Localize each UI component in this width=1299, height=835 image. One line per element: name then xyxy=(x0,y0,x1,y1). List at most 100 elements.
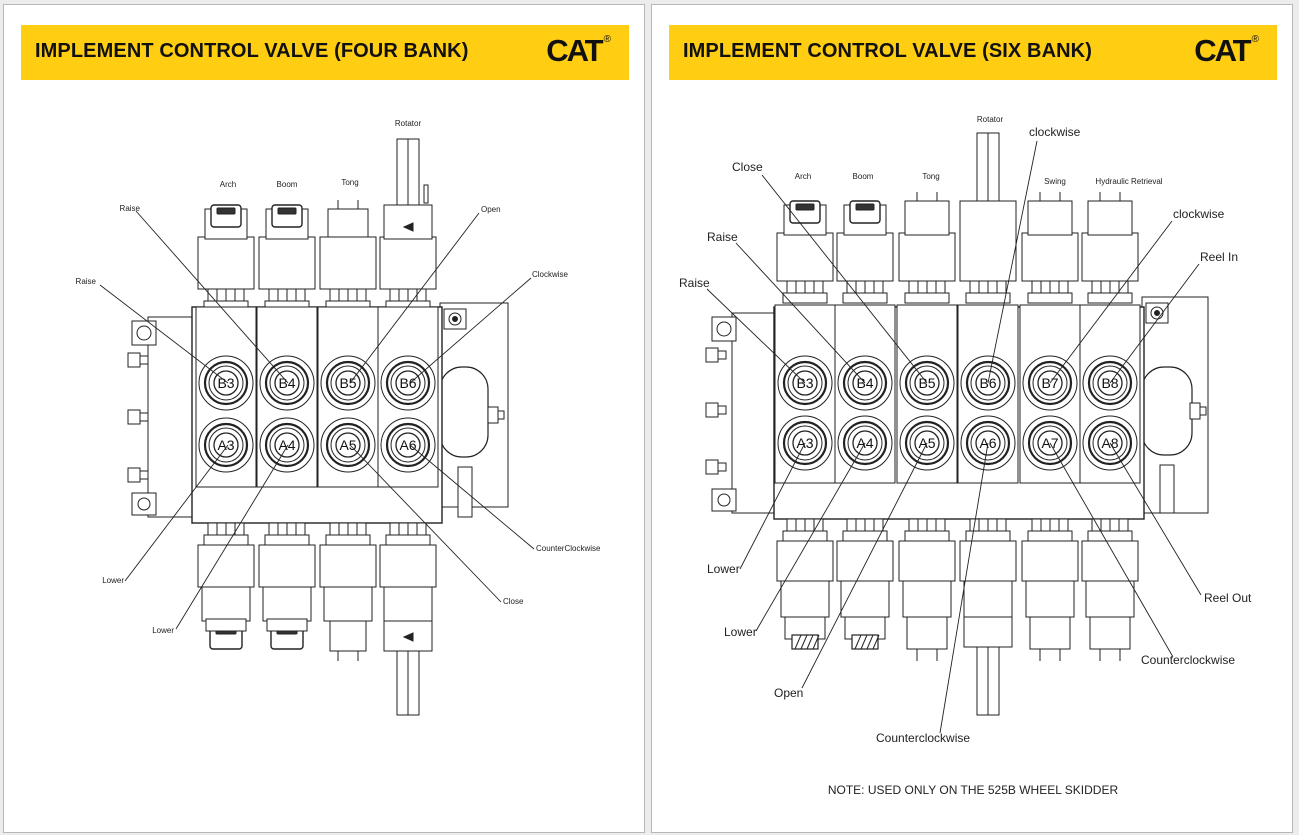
port-label: B6 xyxy=(399,375,416,391)
handle-grip xyxy=(795,203,815,211)
valve-outline xyxy=(349,212,480,384)
valve-outline xyxy=(716,321,732,337)
valve-outline xyxy=(780,580,830,618)
valve-outline xyxy=(137,497,151,511)
valve-outline xyxy=(898,540,956,582)
valve-outline xyxy=(325,422,371,468)
registered-mark: ® xyxy=(1251,34,1259,45)
valve-outline xyxy=(1087,530,1133,542)
section-label: Swing xyxy=(1044,177,1066,186)
valve-outline xyxy=(1027,530,1073,542)
callout-label: Close xyxy=(503,597,524,606)
panel-title: IMPLEMENT CONTROL VALVE (FOUR BANK) xyxy=(35,40,469,62)
valve-outline xyxy=(1027,420,1073,466)
valve-outline xyxy=(259,355,315,411)
callout-label: Lower xyxy=(724,625,757,639)
valve-outline xyxy=(711,488,737,512)
valve-outline xyxy=(782,360,828,406)
valve-outline xyxy=(274,370,300,396)
valve-outline xyxy=(1087,292,1133,304)
valve-outline xyxy=(914,430,940,456)
handle-grip xyxy=(277,207,297,215)
valve-outline xyxy=(264,422,310,468)
valve-outline xyxy=(840,580,890,618)
valve-outline xyxy=(1089,616,1131,650)
section-label: Arch xyxy=(795,172,811,181)
valve-outline xyxy=(800,634,808,650)
port-label: B5 xyxy=(918,375,935,391)
valve-outline xyxy=(909,425,945,461)
valve-outline xyxy=(705,347,719,363)
valve-outline xyxy=(385,360,431,406)
title-banner: IMPLEMENT CONTROL VALVE (FOUR BANK) CAT® xyxy=(21,25,629,80)
valve-outline xyxy=(904,420,950,466)
valve-outline xyxy=(213,432,239,458)
valve-outline xyxy=(208,365,244,401)
valve-outline xyxy=(792,370,818,396)
valve-outline xyxy=(390,427,426,463)
valve-outline xyxy=(395,370,421,396)
valve-outline xyxy=(266,618,308,632)
valve-outline xyxy=(1021,232,1079,282)
valve-outline xyxy=(395,432,421,458)
port-label: A3 xyxy=(796,435,813,451)
arrow-icon xyxy=(402,632,414,642)
valve-outline xyxy=(99,284,229,384)
valve-outline xyxy=(842,420,888,466)
valve-outline xyxy=(842,530,888,542)
valve-outline xyxy=(902,580,952,618)
valve-outline xyxy=(319,544,377,588)
valve-outline xyxy=(1029,616,1071,650)
valve-outline xyxy=(1085,580,1135,618)
valve-outline xyxy=(383,204,433,240)
valve-outline xyxy=(327,208,369,238)
valve-outline xyxy=(452,316,458,322)
valve-outline xyxy=(1025,580,1075,618)
valve-outline xyxy=(274,432,300,458)
callout-label: Reel Out xyxy=(1204,591,1252,605)
valve-outline xyxy=(939,442,989,734)
valve-outline xyxy=(970,425,1006,461)
valve-outline xyxy=(175,444,289,630)
callout-label: Counterclockwise xyxy=(1141,653,1235,667)
valve-outline xyxy=(325,534,371,546)
valve-outline xyxy=(806,634,814,650)
valve-outline xyxy=(1032,365,1068,401)
valve-outline xyxy=(127,467,141,483)
valve-outline xyxy=(203,360,249,406)
callout-label: Raise xyxy=(707,230,738,244)
valve-outline xyxy=(487,406,499,424)
valve-outline xyxy=(1154,310,1160,316)
port-label: B3 xyxy=(217,375,234,391)
valve-outline xyxy=(906,616,948,650)
section-label: Boom xyxy=(277,180,298,189)
valve-outline xyxy=(794,634,802,650)
callout-label: clockwise xyxy=(1173,207,1225,221)
valve-outline xyxy=(1027,200,1073,236)
callout-label: Clockwise xyxy=(532,270,569,279)
panel-title: IMPLEMENT CONTROL VALVE (SIX BANK) xyxy=(683,40,1092,62)
valve-outline xyxy=(970,365,1006,401)
valve-outline xyxy=(1087,420,1133,466)
valve-outline xyxy=(782,420,828,466)
valve-outline xyxy=(264,534,310,546)
usage-note: NOTE: USED ONLY ON THE 525B WHEEL SKIDDE… xyxy=(827,783,1119,797)
valve-outline xyxy=(213,370,239,396)
valve-outline xyxy=(898,232,956,282)
valve-outline xyxy=(904,360,950,406)
valve-outline xyxy=(423,184,429,204)
valve-outline xyxy=(987,140,1038,384)
valve-outline xyxy=(739,442,806,570)
callout-label: Raise xyxy=(679,276,710,290)
cat-logo: CAT® xyxy=(546,33,611,69)
section-label: Arch xyxy=(220,180,236,189)
section-label: Rotator xyxy=(977,115,1004,124)
valve-outline xyxy=(975,430,1001,456)
callout-label: Close xyxy=(732,160,763,174)
valve-outline xyxy=(385,422,431,468)
valve-outline xyxy=(197,544,255,588)
valve-outline xyxy=(1150,306,1164,320)
valve-outline xyxy=(127,352,141,368)
valve-outline xyxy=(335,370,361,396)
